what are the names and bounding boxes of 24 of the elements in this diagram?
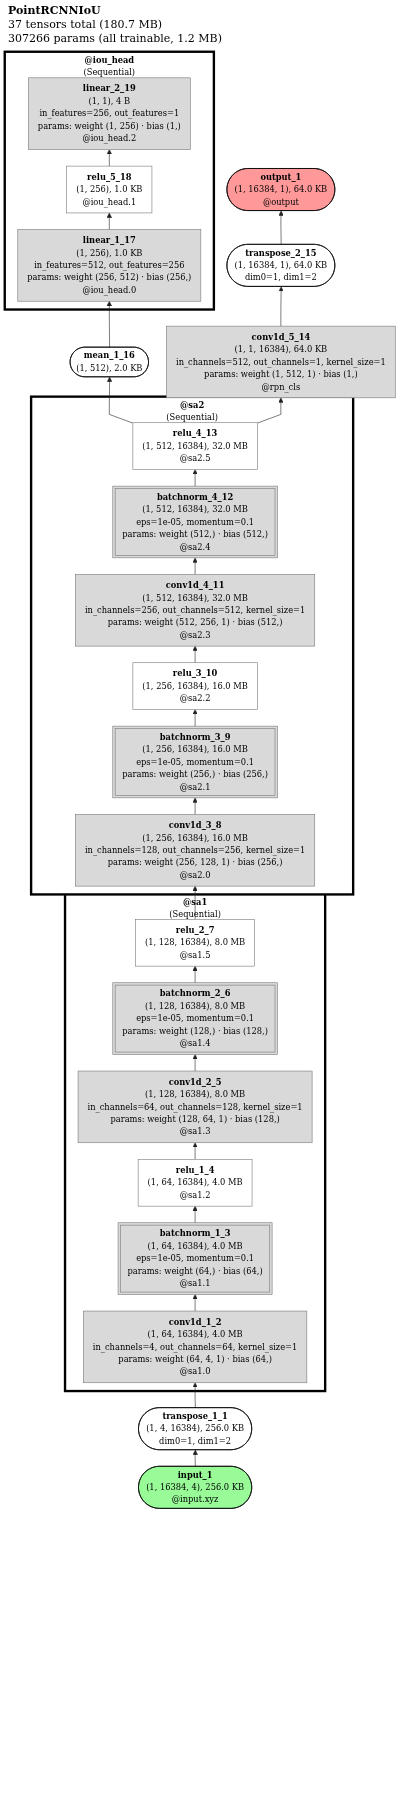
function-ellipse: transpose_1_1 (1, 4, 16384), 256.0 KB dim0=1, dim1=2 [138, 1407, 252, 1451]
layer-box: conv1d_4_11 (1, 512, 16384), 32.0 MB in_channels=256, out_channels=512, kernel_size=1 params: weight (512, 256, 1) · bias (512,) @sa2.3 [75, 574, 316, 647]
diagram-title: PointRCNNIoU [8, 4, 102, 18]
activation-box: relu_4_13 (1, 512, 16384), 32.0 MB @sa2.5 [132, 422, 258, 471]
summary-note: 37 tensors total (180.7 MB) [8, 17, 164, 32]
layer-box: conv1d_5_14 (1, 1, 16384), 64.0 KB in_channels=512, out_channels=1, kernel_size=1 params: weight (1, 512, 1) · bias (1,) @rpn_cls [166, 326, 396, 399]
activation-box: relu_2_7 (1, 128, 16384), 8.0 MB @sa1.5 [135, 919, 255, 967]
layer-box: linear_2_19 (1, 1), 4 B in_features=256, out_features=1 params: weight (1, 256) · bias (1,) @iou_head.2 [28, 77, 191, 151]
batchnorm-box: batchnorm_1_3 (1, 64, 16384), 4.0 MB eps=1e-05, momentum=0.1 params: weight (64,) · bias (64,) @sa1.1 [117, 1222, 273, 1295]
activation-box: relu_1_4 (1, 64, 16384), 4.0 MB @sa1.2 [137, 1159, 253, 1207]
layer-box: conv1d_2_5 (1, 128, 16384), 8.0 MB in_channels=64, out_channels=128, kernel_size=1 params: weight (128, 64, 1) · bias (128,) @sa1.3 [77, 1071, 313, 1144]
layer-box: conv1d_3_8 (1, 256, 16384), 16.0 MB in_channels=128, out_channels=256, kernel_size=1 params: weight (256, 128, 1) · bias (256,) @sa2.0 [75, 814, 316, 887]
batchnorm-box: batchnorm_2_6 (1, 128, 16384), 8.0 MB eps=1e-05, momentum=0.1 params: weight (128,) · bias (128,) @sa1.4 [112, 982, 278, 1055]
function-ellipse: mean_1_16 (1, 512), 2.0 KB [69, 347, 149, 378]
output-ellipse: output_1 (1, 16384, 1), 64.0 KB @output [226, 168, 336, 212]
batchnorm-box: batchnorm_3_9 (1, 256, 16384), 16.0 MB eps=1e-05, momentum=0.1 params: weight (256,) · bias (256,) @sa2.1 [112, 726, 278, 799]
activation-box: relu_5_18 (1, 256), 1.0 KB @iou_head.1 [66, 166, 153, 214]
function-ellipse: transpose_2_15 (1, 16384, 1), 64.0 KB dim0=1, dim1=2 [226, 244, 336, 287]
batchnorm-box: batchnorm_4_12 (1, 512, 16384), 32.0 MB eps=1e-05, momentum=0.1 params: weight (512,) · bias (512,) @sa2.4 [112, 486, 278, 559]
activation-box: relu_3_10 (1, 256, 16384), 16.0 MB @sa2.2 [132, 662, 258, 711]
input-ellipse: input_1 (1, 16384, 4), 256.0 KB @input.xyz [138, 1466, 252, 1509]
summary-note: 307266 params (all trainable, 1.2 MB) [8, 31, 223, 46]
layer-box: linear_1_17 (1, 256), 1.0 KB in_features=512, out_features=256 params: weight (256, 512) · bias (256,) @iou_head.0 [17, 229, 202, 302]
layer-box: conv1d_1_2 (1, 64, 16384), 4.0 MB in_channels=4, out_channels=64, kernel_size=1 params: weight (64, 4, 1) · bias (64,) @sa1.0 [83, 1311, 308, 1384]
